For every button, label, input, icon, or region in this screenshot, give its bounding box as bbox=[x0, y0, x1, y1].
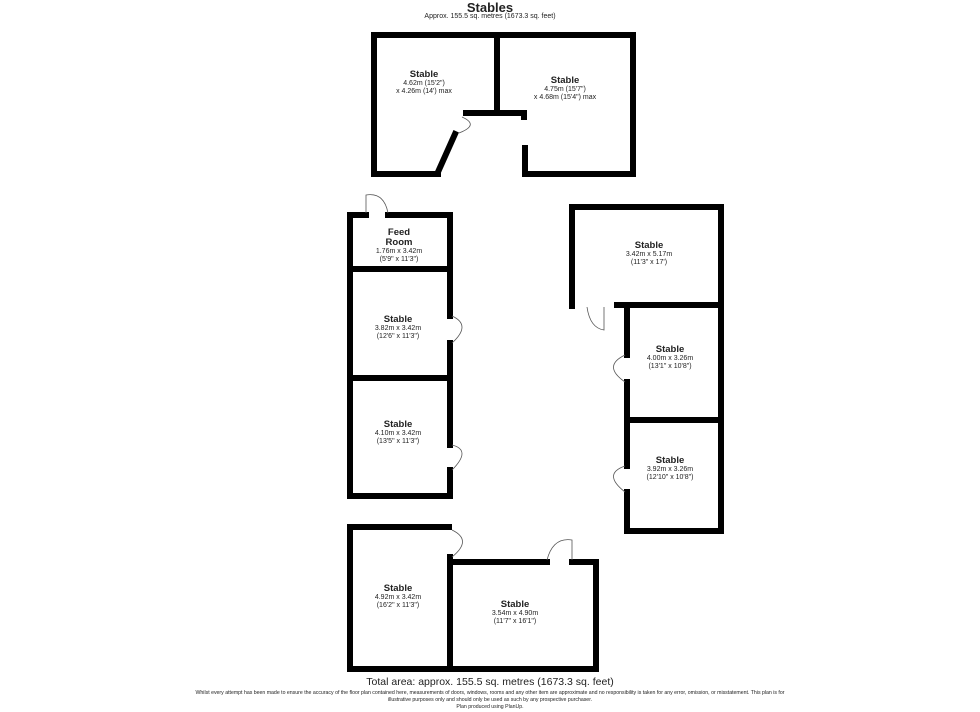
door-swing bbox=[613, 465, 626, 493]
door-swing bbox=[365, 194, 389, 214]
wall bbox=[371, 32, 636, 177]
plan-title: Stables bbox=[466, 0, 514, 15]
plan-credit: Plan produced using PlanUp. bbox=[456, 704, 524, 710]
door-swing bbox=[451, 444, 463, 471]
door-swing bbox=[586, 306, 605, 331]
wall bbox=[347, 524, 599, 672]
door-swing bbox=[451, 315, 463, 344]
door-swing bbox=[613, 354, 626, 383]
disclaimer-line-2: illustrative purposes only and should on… bbox=[387, 697, 593, 703]
walls bbox=[347, 32, 724, 672]
wall bbox=[347, 212, 453, 499]
total-area: Total area: approx. 155.5 sq. metres (16… bbox=[366, 676, 614, 688]
plan-subtitle: Approx. 155.5 sq. metres (1673.3 sq. fee… bbox=[424, 13, 556, 20]
wall bbox=[434, 130, 459, 176]
door-swing bbox=[458, 116, 471, 134]
disclaimer-line-1: Whilst every attempt has been made to en… bbox=[195, 690, 785, 696]
door-swing bbox=[451, 529, 463, 558]
door-swing bbox=[546, 539, 573, 561]
wall bbox=[569, 204, 724, 534]
wall bbox=[385, 212, 453, 319]
door-swings bbox=[365, 116, 626, 561]
